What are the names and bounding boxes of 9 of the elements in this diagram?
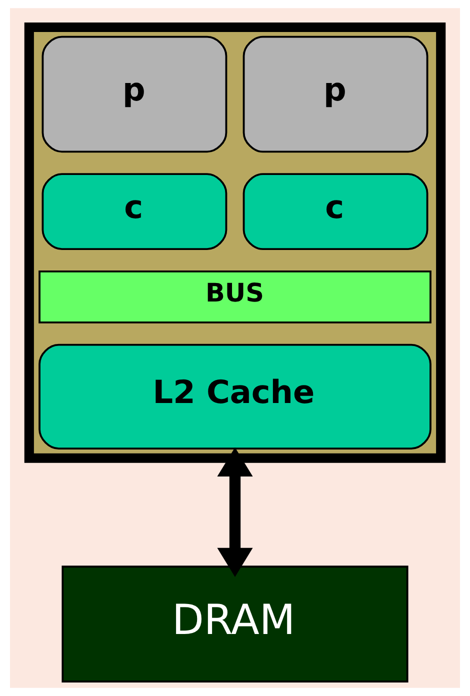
node-box: L2 Cache (38, 344, 432, 450)
arrow (217, 447, 253, 577)
node-box: DRAM (62, 566, 408, 682)
node-box: BUS (38, 270, 432, 324)
node-box: p (42, 36, 228, 153)
node-box: c (242, 173, 428, 250)
node-box: c (42, 173, 228, 250)
cluster (24, 22, 446, 463)
node-box: p (242, 36, 428, 153)
